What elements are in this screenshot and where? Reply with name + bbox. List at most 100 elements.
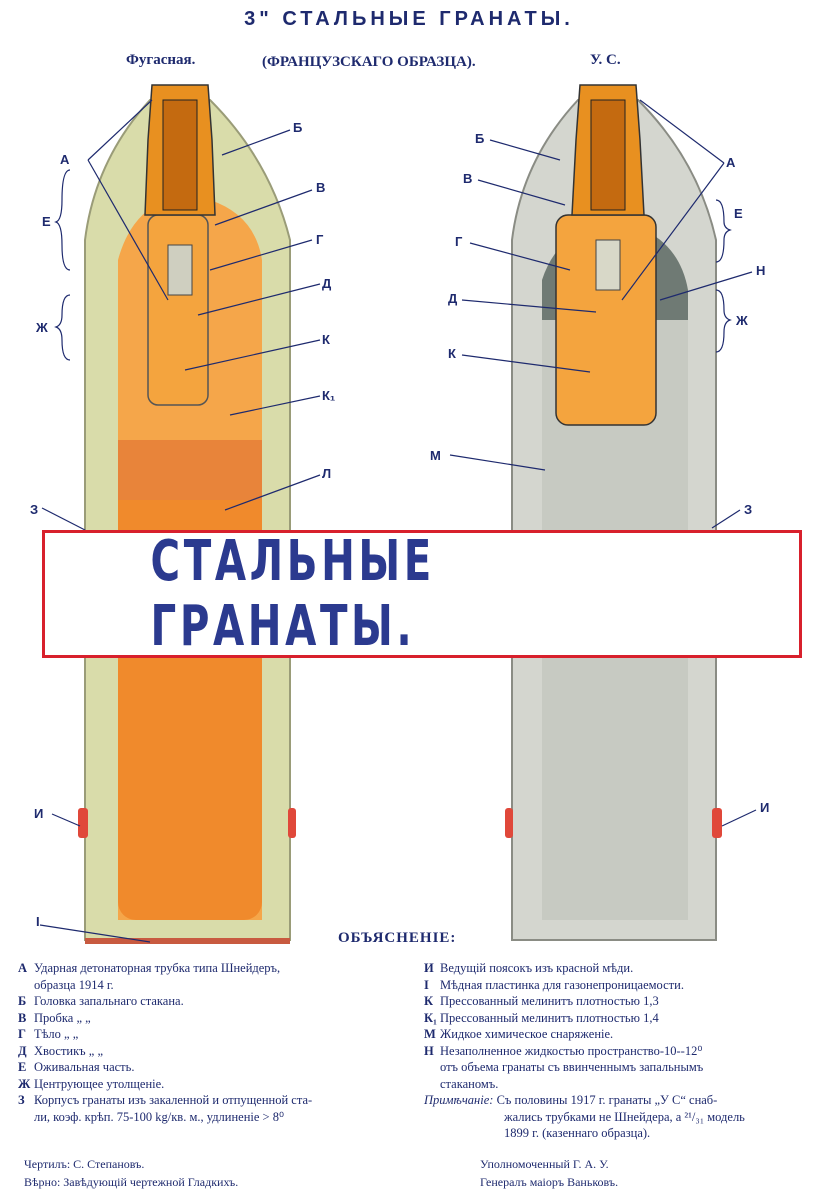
label-M-right: М [430,448,441,463]
left-shell-cup [147,214,209,406]
label-B-left: Б [293,120,302,135]
label-E-left: Е [42,214,51,229]
left-base-plate [85,938,290,944]
legend-key [424,1059,440,1076]
label-A-left: А [60,152,70,167]
legend-key: Б [18,994,27,1008]
legend-row: А Ударная детонаторная трубка типа Шнейде… [18,960,418,977]
legend-key: И [424,961,434,975]
label-K-left: К [322,332,330,347]
legend-row: Б Головка запальнаго стакана. [18,993,418,1010]
legend-text: Ведущій поясокъ изъ красной мѣди. [440,961,634,975]
note-line: Примѣчаніе: Съ половины 1917 г. гранаты … [424,1092,814,1109]
left-shell-lower-charge [118,440,262,920]
label-D-right: Д [448,291,458,306]
legend-text: стаканомъ. [440,1076,499,1091]
footer-right-line1: Уполномоченный Г. А. У. [480,1157,609,1171]
footer-right-line2: Генералъ маіоръ Ваньковъ. [480,1175,619,1189]
legend-key: З [18,1093,25,1107]
label-Z-right: З [744,502,752,517]
note-line: жались трубками не Шнейдера, а ²¹/₃₁ мод… [424,1109,814,1126]
footer-left: Чертилъ: С. Степановъ. Вѣрно: Завѣдующій… [24,1155,238,1191]
legend-row: ли, коэф. крѣп. 75-100 kg/кв. м., удлине… [18,1109,418,1126]
right-driving-band [712,808,722,838]
legend-key: Г [18,1027,26,1041]
banner-text: СТАЛЬНЫЕ ГРАНАТЫ. [150,529,435,659]
legend-key: I [424,977,429,992]
right-shell [505,84,722,941]
legend-row: Г Тѣло „ „ [18,1026,418,1043]
label-Z-left: З [30,502,38,517]
note-text: жались трубками не Шнейдера, а ²¹/₃₁ мод… [504,1109,745,1124]
legend-text: отъ объема гранаты съ ввинченнымъ запаль… [440,1060,704,1074]
note-text: Съ половины 1917 г. гранаты „У С“ снаб- [496,1093,718,1107]
label-B-right: Б [475,131,484,146]
label-Zh-left: Ж [35,320,48,335]
legend-key: В [18,1010,27,1025]
label-A-right: А [726,155,736,170]
legend-text: Ударная детонаторная трубка типа Шнейдер… [34,961,281,975]
poster-subtitle: (ФРАНЦУЗСКАГО ОБРАЗЦА). [262,54,476,70]
legend-key [424,1076,440,1093]
legend-key [18,1109,34,1126]
label-Zh-right: Ж [735,313,748,328]
left-driving-band [78,808,88,838]
label-K1-left: К₁ [322,388,335,403]
legend-text: ли, коэф. крѣп. 75-100 kg/кв. м., удлине… [34,1109,284,1124]
legend-row: Д Хвостикъ „ „ [18,1043,418,1060]
legend-text: Пробка „ „ [34,1010,91,1025]
left-shell [78,84,296,944]
legend-text: Оживальная часть. [34,1060,135,1074]
legend-key: А [18,961,28,975]
label-I-left: И [34,806,43,821]
label-K-right: К [448,346,456,361]
legend-text: Центрующее утолщеніе. [34,1076,165,1091]
legend-text: Головка запальнаго стакана. [34,994,184,1008]
legend-text: образца 1914 г. [34,977,114,992]
label-V-right: В [463,171,472,186]
legend-row: отъ объема гранаты съ ввинченнымъ запаль… [424,1059,814,1076]
label-V-left: В [316,180,325,195]
legend-row: стаканомъ. [424,1076,814,1093]
label-G-left: Г [316,232,324,247]
legend-text: Прессованный мелинитъ плотностью 1,4 [440,1010,659,1025]
legend-key: Ж [18,1076,31,1091]
footer-left-line2: Вѣрно: Завѣдующій чертежной Гладкихъ. [24,1175,239,1189]
label-N-right: Н [756,263,765,278]
legend-key: Н [424,1043,434,1058]
legend-text: Жидкое химическое снаряженіе. [440,1027,614,1041]
legend-text: Тѣло „ „ [34,1027,79,1041]
label-I2-left: I [36,914,40,929]
legend-key: Е [18,1060,27,1074]
legend-text: Прессованный мелинитъ плотностью 1,3 [440,994,659,1008]
note-line: 1899 г. (казеннаго образца). [424,1125,814,1142]
label-E-right: Е [734,206,743,221]
legend-key: К₁ [424,1010,437,1025]
label-I-right: И [760,800,769,815]
right-shell-label: У. С. [590,52,621,68]
note-label: Примѣчаніе: [424,1093,497,1107]
left-shell-label: Фугасная. [126,52,196,68]
label-L-left: Л [322,466,331,481]
legend-key [18,977,34,994]
legend-row: Е Оживальная часть. [18,1059,418,1076]
legend-text: Мѣдная пластинка для газонепроницаемости… [440,977,684,992]
label-G-right: Г [455,234,463,249]
poster-title: 3" СТАЛЬНЫЕ ГРАНАТЫ. [244,8,574,30]
legend-left: А Ударная детонаторная трубка типа Шнейде… [18,960,418,1125]
legend-right: И Ведущій поясокъ изъ красной мѣди. I Мѣдна… [424,960,814,1142]
title-banner: СТАЛЬНЫЕ ГРАНАТЫ. [42,529,802,659]
footer-left-line1: Чертилъ: С. Степановъ. [24,1157,145,1171]
footer-right: Уполномоченный Г. А. У. Генералъ маіоръ … [480,1155,618,1191]
legend-row: И Ведущій поясокъ изъ красной мѣди. [424,960,814,977]
legend-text: Хвостикъ „ „ [34,1043,103,1058]
label-D-left: Д [322,276,332,291]
legend-key: Д [18,1043,27,1058]
legend-row: образца 1914 г. [18,977,418,994]
